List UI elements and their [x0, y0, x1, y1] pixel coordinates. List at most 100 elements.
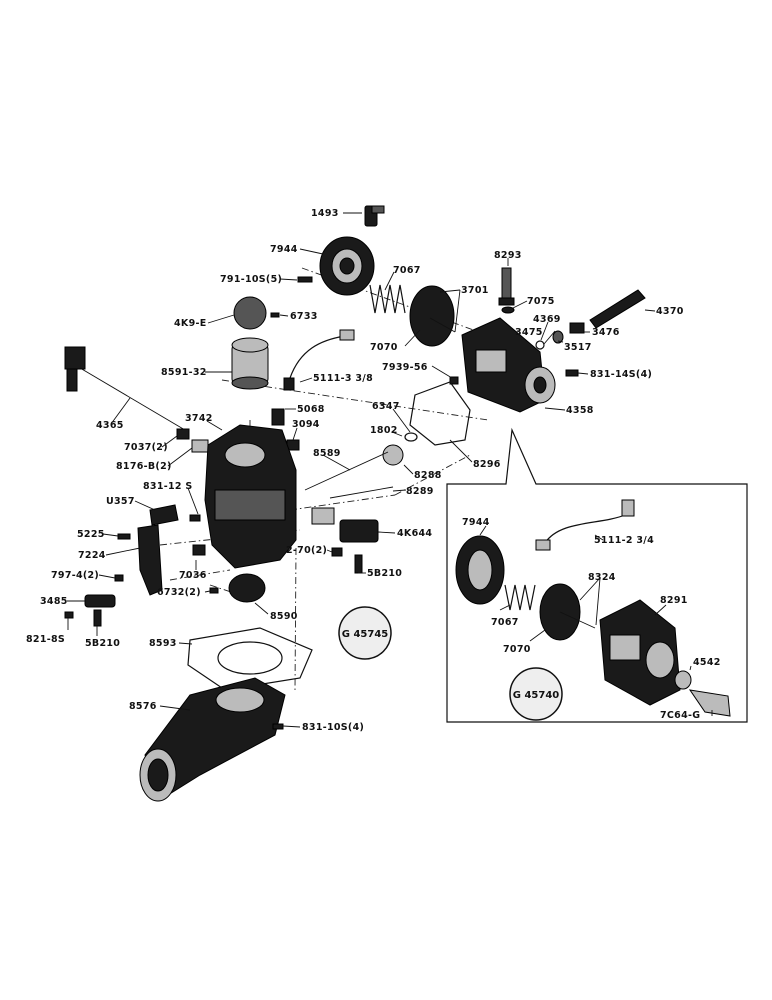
- part-4370-stud: [589, 289, 646, 329]
- part-3517-washer: [552, 330, 564, 344]
- label-7c64-g: 7C64-G: [660, 710, 700, 721]
- label-791-10s: 791-10S(5): [220, 274, 282, 285]
- part-3485-valve: [84, 594, 116, 608]
- part-1802-washer: [404, 432, 418, 442]
- label-5111-2: 5111-2 3/4: [594, 535, 654, 546]
- label-5068: 5068: [297, 404, 325, 415]
- label-7070: 7070: [370, 342, 398, 353]
- part-8590-plate: [228, 573, 266, 603]
- part-4358-pump-body: [461, 317, 556, 413]
- label-inset-7944: 7944: [462, 517, 490, 528]
- part-u357-bracket: [149, 504, 179, 526]
- label-7939-56: 7939-56: [382, 362, 428, 373]
- label-3094: 3094: [292, 419, 320, 430]
- label-5225: 5225: [77, 529, 105, 540]
- label-8589: 8589: [313, 448, 341, 459]
- part-5111-2-line: [535, 499, 635, 551]
- label-7075: 7075: [527, 296, 555, 307]
- label-8590: 8590: [270, 611, 298, 622]
- part-8293-bolt: [498, 267, 515, 306]
- label-831-12s: 831-12 S: [143, 481, 193, 492]
- part-7070-diaphragm: [409, 285, 456, 347]
- label-3742: 3742: [185, 413, 213, 424]
- part-7c64-g-bolt: [688, 689, 731, 717]
- label-5b210-a: 5B210: [367, 568, 402, 579]
- label-797-4: 797-4(2): [51, 570, 99, 581]
- part-inset-7067-spring: [504, 584, 536, 611]
- part-3475-ring: [535, 340, 545, 350]
- part-8576-elbow: [139, 677, 286, 802]
- label-3485: 3485: [40, 596, 68, 607]
- label-8176-b: 8176-B(2): [116, 461, 172, 472]
- part-5b210-screw-a: [354, 554, 363, 574]
- part-5068-fitting: [271, 408, 285, 426]
- label-inset-7067: 7067: [491, 617, 519, 628]
- part-8288-plate: [382, 444, 404, 466]
- label-4369: 4369: [533, 314, 561, 325]
- label-6347: 6347: [372, 401, 400, 412]
- label-7067: 7067: [393, 265, 421, 276]
- part-1493-fitting: [364, 205, 385, 227]
- part-7036-plug: [192, 544, 206, 556]
- part-8589-shaft: [304, 451, 389, 491]
- part-8593-gasket: [187, 627, 313, 691]
- part-8296-gasket: [409, 381, 471, 446]
- label-1802: 1802: [370, 425, 398, 436]
- label-7036: 7036: [179, 570, 207, 581]
- part-7944-pump-cover: [319, 236, 375, 296]
- part-831-12s-screw: [189, 514, 201, 522]
- label-8289: 8289: [406, 486, 434, 497]
- label-831-14s: 831-14S(4): [590, 369, 652, 380]
- part-5111-3-line: [283, 329, 355, 391]
- part-4k9e-plug: [233, 296, 267, 330]
- label-4365: 4365: [96, 420, 124, 431]
- label-831-10s: 831-10S(4): [302, 722, 364, 733]
- part-6732-screw: [209, 587, 219, 594]
- part-821-8s-screw: [64, 611, 74, 619]
- label-821-8s: 821-8S: [26, 634, 65, 645]
- callout-g45745: G 45745: [338, 606, 392, 660]
- label-5111-3: 5111-3 3/8: [313, 373, 373, 384]
- label-8591-32: 8591-32: [161, 367, 207, 378]
- label-8293: 8293: [494, 250, 522, 261]
- part-7224-lever: [137, 524, 163, 596]
- label-3701: 3701: [461, 285, 489, 296]
- part-4365-shaft: [64, 346, 186, 431]
- label-3476: 3476: [592, 327, 620, 338]
- part-791-screw: [297, 276, 313, 283]
- label-inset-7070: 7070: [503, 644, 531, 655]
- part-7939-plug: [449, 376, 459, 385]
- label-6733: 6733: [290, 311, 318, 322]
- part-797-4-screw: [114, 574, 124, 582]
- leader-lines: [67, 212, 713, 728]
- label-7037: 7037(2): [124, 442, 168, 453]
- part-8591-32-float: [231, 337, 269, 390]
- part-8291-pump-body: [599, 599, 681, 706]
- part-8289-needle: [329, 486, 394, 499]
- label-u357: U357: [106, 496, 135, 507]
- callout-g45745-text: G 45745: [342, 629, 389, 640]
- part-7067-spring: [369, 284, 406, 314]
- part-4k644-fitting: [311, 507, 379, 543]
- label-7944: 7944: [270, 244, 298, 255]
- callout-g45740-text: G 45740: [513, 690, 560, 701]
- label-8576: 8576: [129, 701, 157, 712]
- label-8296: 8296: [473, 459, 501, 470]
- label-6732: 6732(2): [157, 587, 201, 598]
- label-1493: 1493: [311, 208, 339, 219]
- callout-g45740: G 45740: [509, 667, 563, 721]
- label-7224: 7224: [78, 550, 106, 561]
- part-3742-carburetor-body: [204, 424, 297, 569]
- part-5225-screw: [117, 533, 131, 540]
- inset-box: [446, 427, 748, 723]
- label-4542: 4542: [693, 657, 721, 668]
- label-5b210-b: 5B210: [85, 638, 120, 649]
- part-831-14s-screw: [565, 369, 579, 377]
- part-labels: 1493 7944 7067 8293 791-10S(5) 3701 7075…: [26, 208, 721, 733]
- part-3476-nut: [569, 322, 585, 334]
- label-4370: 4370: [656, 306, 684, 317]
- part-8176-b-bearing: [191, 439, 209, 453]
- part-2-70-washer: [331, 547, 343, 557]
- part-5b210-screw-b: [93, 609, 102, 627]
